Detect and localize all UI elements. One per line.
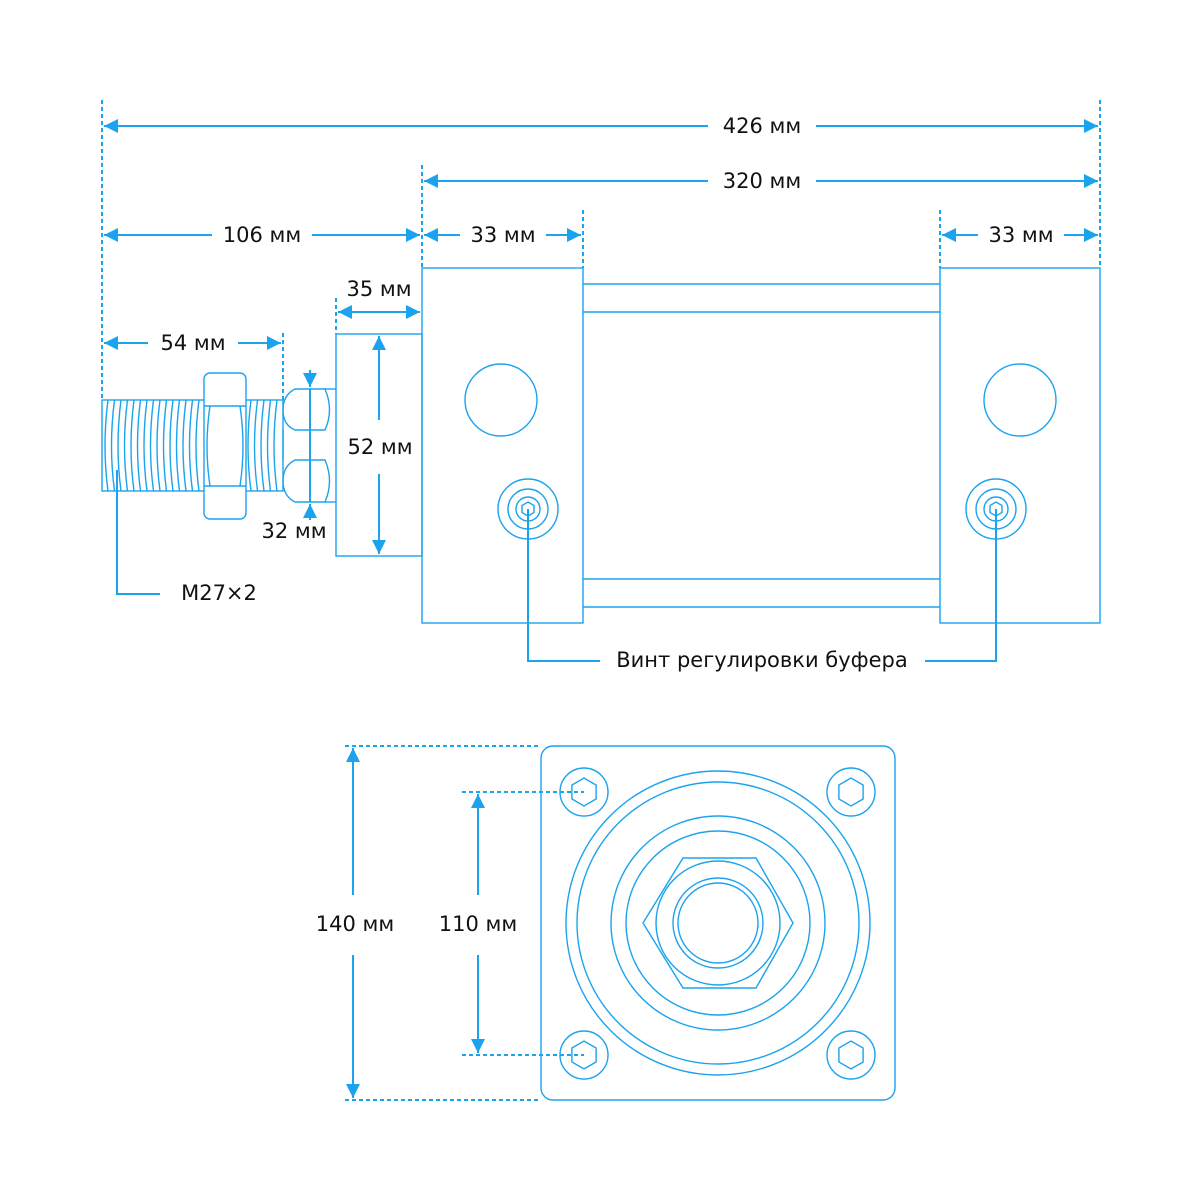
hex-nut xyxy=(642,857,794,989)
thread-leader xyxy=(116,470,160,595)
extension-lines xyxy=(101,100,1101,1101)
dim-flange-thickness: 35 мм xyxy=(346,277,411,301)
thread-rod xyxy=(101,399,284,492)
mounting-bolt-icon xyxy=(826,1030,876,1080)
dim-rod-extension: 106 мм xyxy=(223,223,301,247)
mounting-bolt-icon xyxy=(559,767,609,817)
dim-bolt-spacing: 110 мм xyxy=(439,912,517,936)
side-view xyxy=(101,267,1101,624)
buffer-leader-front xyxy=(527,509,600,662)
dim-flange-height: 52 мм xyxy=(347,435,412,459)
mounting-bolt-icon xyxy=(559,1030,609,1080)
tube xyxy=(583,283,940,608)
front-cap xyxy=(421,267,584,624)
rear-cap xyxy=(939,267,1101,624)
dim-thread-length: 54 мм xyxy=(160,331,225,355)
port-hole-rear xyxy=(983,363,1057,437)
dim-front-cap: 33 мм xyxy=(470,223,535,247)
front-view xyxy=(540,745,896,1101)
dim-rod-diameter: 32 мм xyxy=(261,519,326,543)
port-hole-front xyxy=(464,363,538,437)
mounting-bolt-icon xyxy=(826,767,876,817)
dim-square-size: 140 мм xyxy=(316,912,394,936)
buffer-screw-label: Винт регулировки буфера xyxy=(616,648,908,672)
rod-end xyxy=(282,388,336,503)
lock-nut xyxy=(203,372,247,520)
dim-body-length: 320 мм xyxy=(723,169,801,193)
dimension-lines xyxy=(104,119,1098,1098)
end-plate xyxy=(540,745,896,1101)
thread-label: M27×2 xyxy=(181,581,257,605)
dim-rear-cap: 33 мм xyxy=(988,223,1053,247)
buffer-leader-rear xyxy=(925,509,997,662)
dim-overall-length: 426 мм xyxy=(723,114,801,138)
